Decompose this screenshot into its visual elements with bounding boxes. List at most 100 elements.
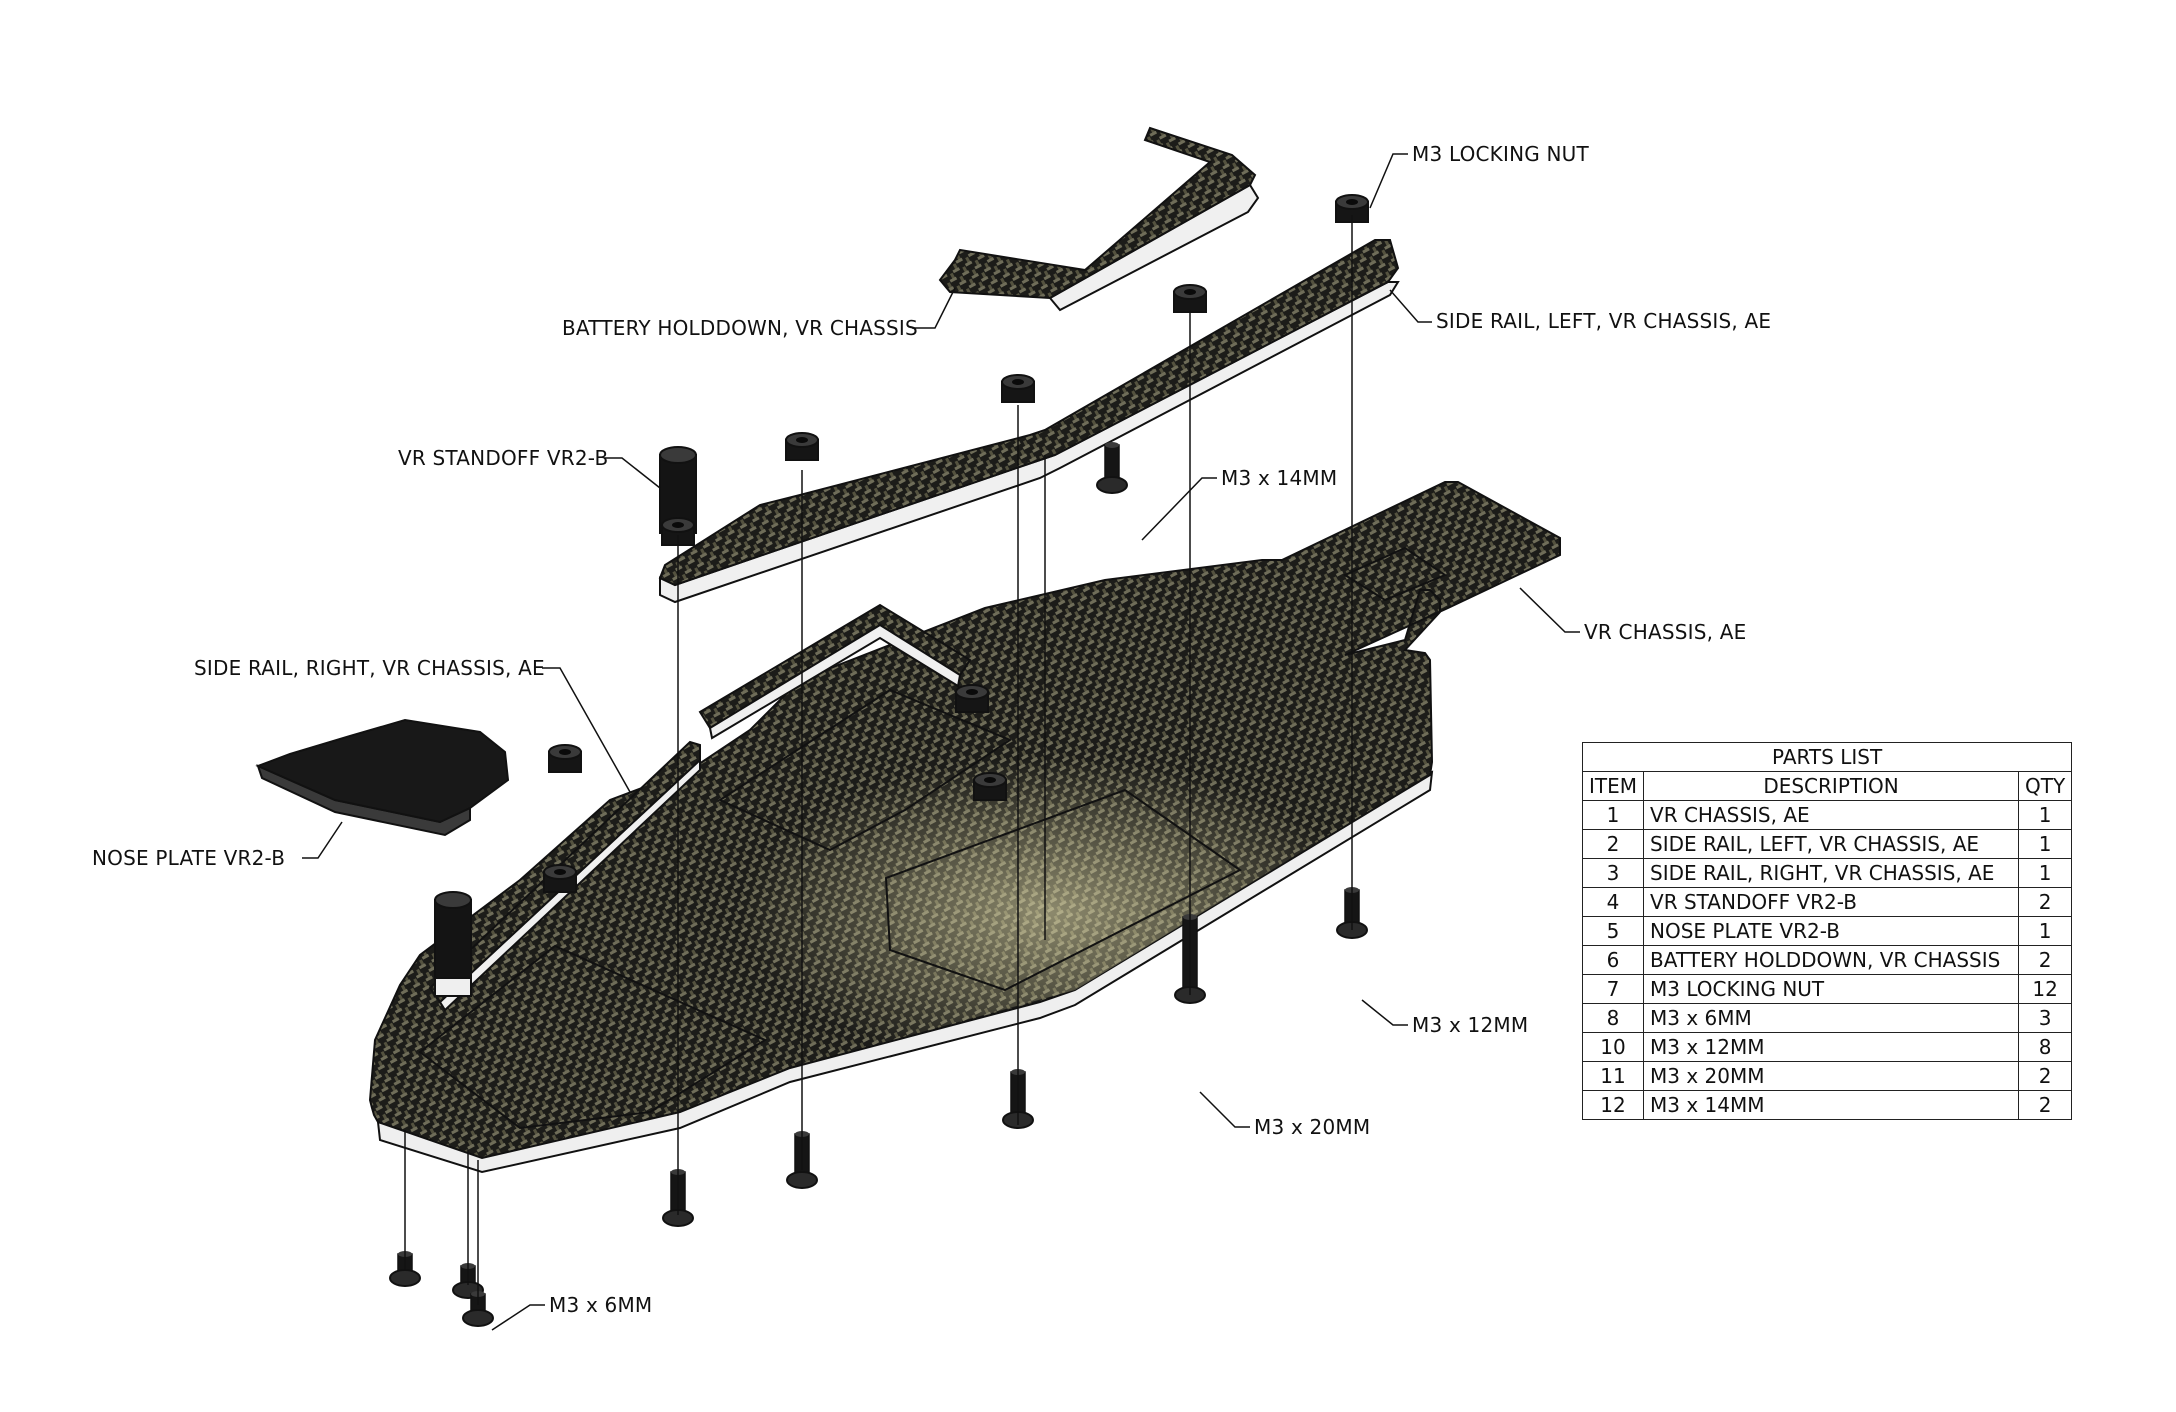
leader-m3x6 [491, 1304, 545, 1331]
callout-nose-plate: NOSE PLATE VR2-B [92, 846, 286, 870]
cell-qty: 8 [2018, 1032, 2073, 1062]
assembly-axis-lines [404, 215, 1353, 1305]
cell-qty: 1 [2018, 800, 2073, 830]
cell-item: 6 [1581, 945, 1645, 975]
front-cutout [1342, 546, 1448, 602]
electronics-cutout [418, 944, 768, 1130]
callout-vr-chassis: VR CHASSIS, AE [1584, 620, 1747, 644]
cell-description: NOSE PLATE VR2-B [1643, 916, 2020, 946]
m3-locking-nuts [543, 194, 1369, 893]
callout-m3x6: M3 x 6MM [549, 1293, 653, 1317]
parts-list-header-row: ITEM DESCRIPTION QTY [1581, 771, 2073, 801]
cell-item: 7 [1581, 974, 1645, 1004]
cell-qty: 1 [2018, 829, 2073, 859]
m3-screw [1096, 442, 1128, 494]
side-rail-left-top [658, 239, 1400, 587]
cell-item: 11 [1581, 1061, 1645, 1091]
cell-item: 12 [1581, 1090, 1645, 1120]
leader-m3x14 [1141, 477, 1217, 541]
battery-holddown-top [938, 126, 1260, 312]
header-qty: QTY [2018, 771, 2073, 801]
cell-description: M3 x 6MM [1643, 1003, 2020, 1033]
m3-locking-nut [1001, 374, 1035, 403]
header-item: ITEM [1581, 771, 1645, 801]
chassis-sheen [600, 660, 1420, 1068]
vr-standoff-lower [434, 891, 472, 997]
parts-list-title-row: PARTS LIST [1581, 742, 2073, 772]
cell-qty: 2 [2018, 1061, 2073, 1091]
cell-qty: 1 [2018, 858, 2073, 888]
cell-qty: 2 [2018, 945, 2073, 975]
m3-locking-nut [785, 432, 819, 461]
callout-vr-standoff: VR STANDOFF VR2-B [398, 446, 609, 470]
side-rail-left [658, 239, 1400, 604]
cell-qty: 1 [2018, 916, 2073, 946]
leader-nose-plate [302, 821, 343, 859]
leader-m3x20 [1199, 1091, 1250, 1128]
leader-standoff [604, 457, 661, 489]
cell-description: SIDE RAIL, RIGHT, VR CHASSIS, AE [1643, 858, 2020, 888]
callout-side-rail-right: SIDE RAIL, RIGHT, VR CHASSIS, AE [194, 656, 545, 680]
battery-cutout [884, 788, 1242, 992]
leader-side-rail-right [542, 667, 631, 793]
cell-item: 10 [1581, 1032, 1645, 1062]
nose-plate [255, 718, 510, 837]
callout-battery-holddown: BATTERY HOLDDOWN, VR CHASSIS [562, 316, 918, 340]
callout-side-rail-left: SIDE RAIL, LEFT, VR CHASSIS, AE [1436, 309, 1772, 333]
cell-description: M3 x 14MM [1643, 1090, 2020, 1120]
cell-item: 4 [1581, 887, 1645, 917]
battery-holddown-lower [698, 603, 972, 740]
cell-item: 2 [1581, 829, 1645, 859]
parts-list-title: PARTS LIST [1581, 742, 2073, 772]
center-cutout [717, 688, 1013, 852]
cell-description: BATTERY HOLDDOWN, VR CHASSIS [1643, 945, 2020, 975]
cell-description: M3 LOCKING NUT [1643, 974, 2020, 1004]
cell-item: 5 [1581, 916, 1645, 946]
cell-description: M3 x 20MM [1643, 1061, 2020, 1091]
callout-m3x14: M3 x 14MM [1221, 466, 1338, 490]
cell-description: VR STANDOFF VR2-B [1643, 887, 2020, 917]
leader-m3x12 [1361, 999, 1408, 1026]
callout-m3x12: M3 x 12MM [1412, 1013, 1529, 1037]
cell-description: VR CHASSIS, AE [1643, 800, 2020, 830]
cell-qty: 12 [2018, 974, 2073, 1004]
cell-qty: 3 [2018, 1003, 2073, 1033]
m3-locking-nut [1173, 284, 1207, 313]
leader-vr-chassis [1519, 587, 1580, 633]
cell-qty: 2 [2018, 887, 2073, 917]
cell-item: 8 [1581, 1003, 1645, 1033]
m3-locking-nut [1335, 194, 1369, 223]
holddown-top-body [938, 126, 1257, 300]
vr-chassis-plate [368, 481, 1561, 1174]
leader-battery-holddown [912, 287, 956, 329]
cell-item: 1 [1581, 800, 1645, 830]
callout-m3x20: M3 x 20MM [1254, 1115, 1371, 1139]
holddown-top-edge [1048, 183, 1260, 312]
m3-locking-nut [543, 864, 577, 893]
cell-description: SIDE RAIL, LEFT, VR CHASSIS, AE [1643, 829, 2020, 859]
cell-description: M3 x 12MM [1643, 1032, 2020, 1062]
leader-side-rail-left [1389, 289, 1432, 323]
m3-locking-nut [955, 684, 989, 713]
callout-m3-locking-nut: M3 LOCKING NUT [1412, 142, 1589, 166]
header-description: DESCRIPTION [1643, 771, 2020, 801]
m3-locking-nut [548, 744, 582, 773]
nose-plate-top [255, 718, 510, 824]
cell-qty: 2 [2018, 1090, 2073, 1120]
cell-item: 3 [1581, 858, 1645, 888]
m3-locking-nut [973, 772, 1007, 801]
